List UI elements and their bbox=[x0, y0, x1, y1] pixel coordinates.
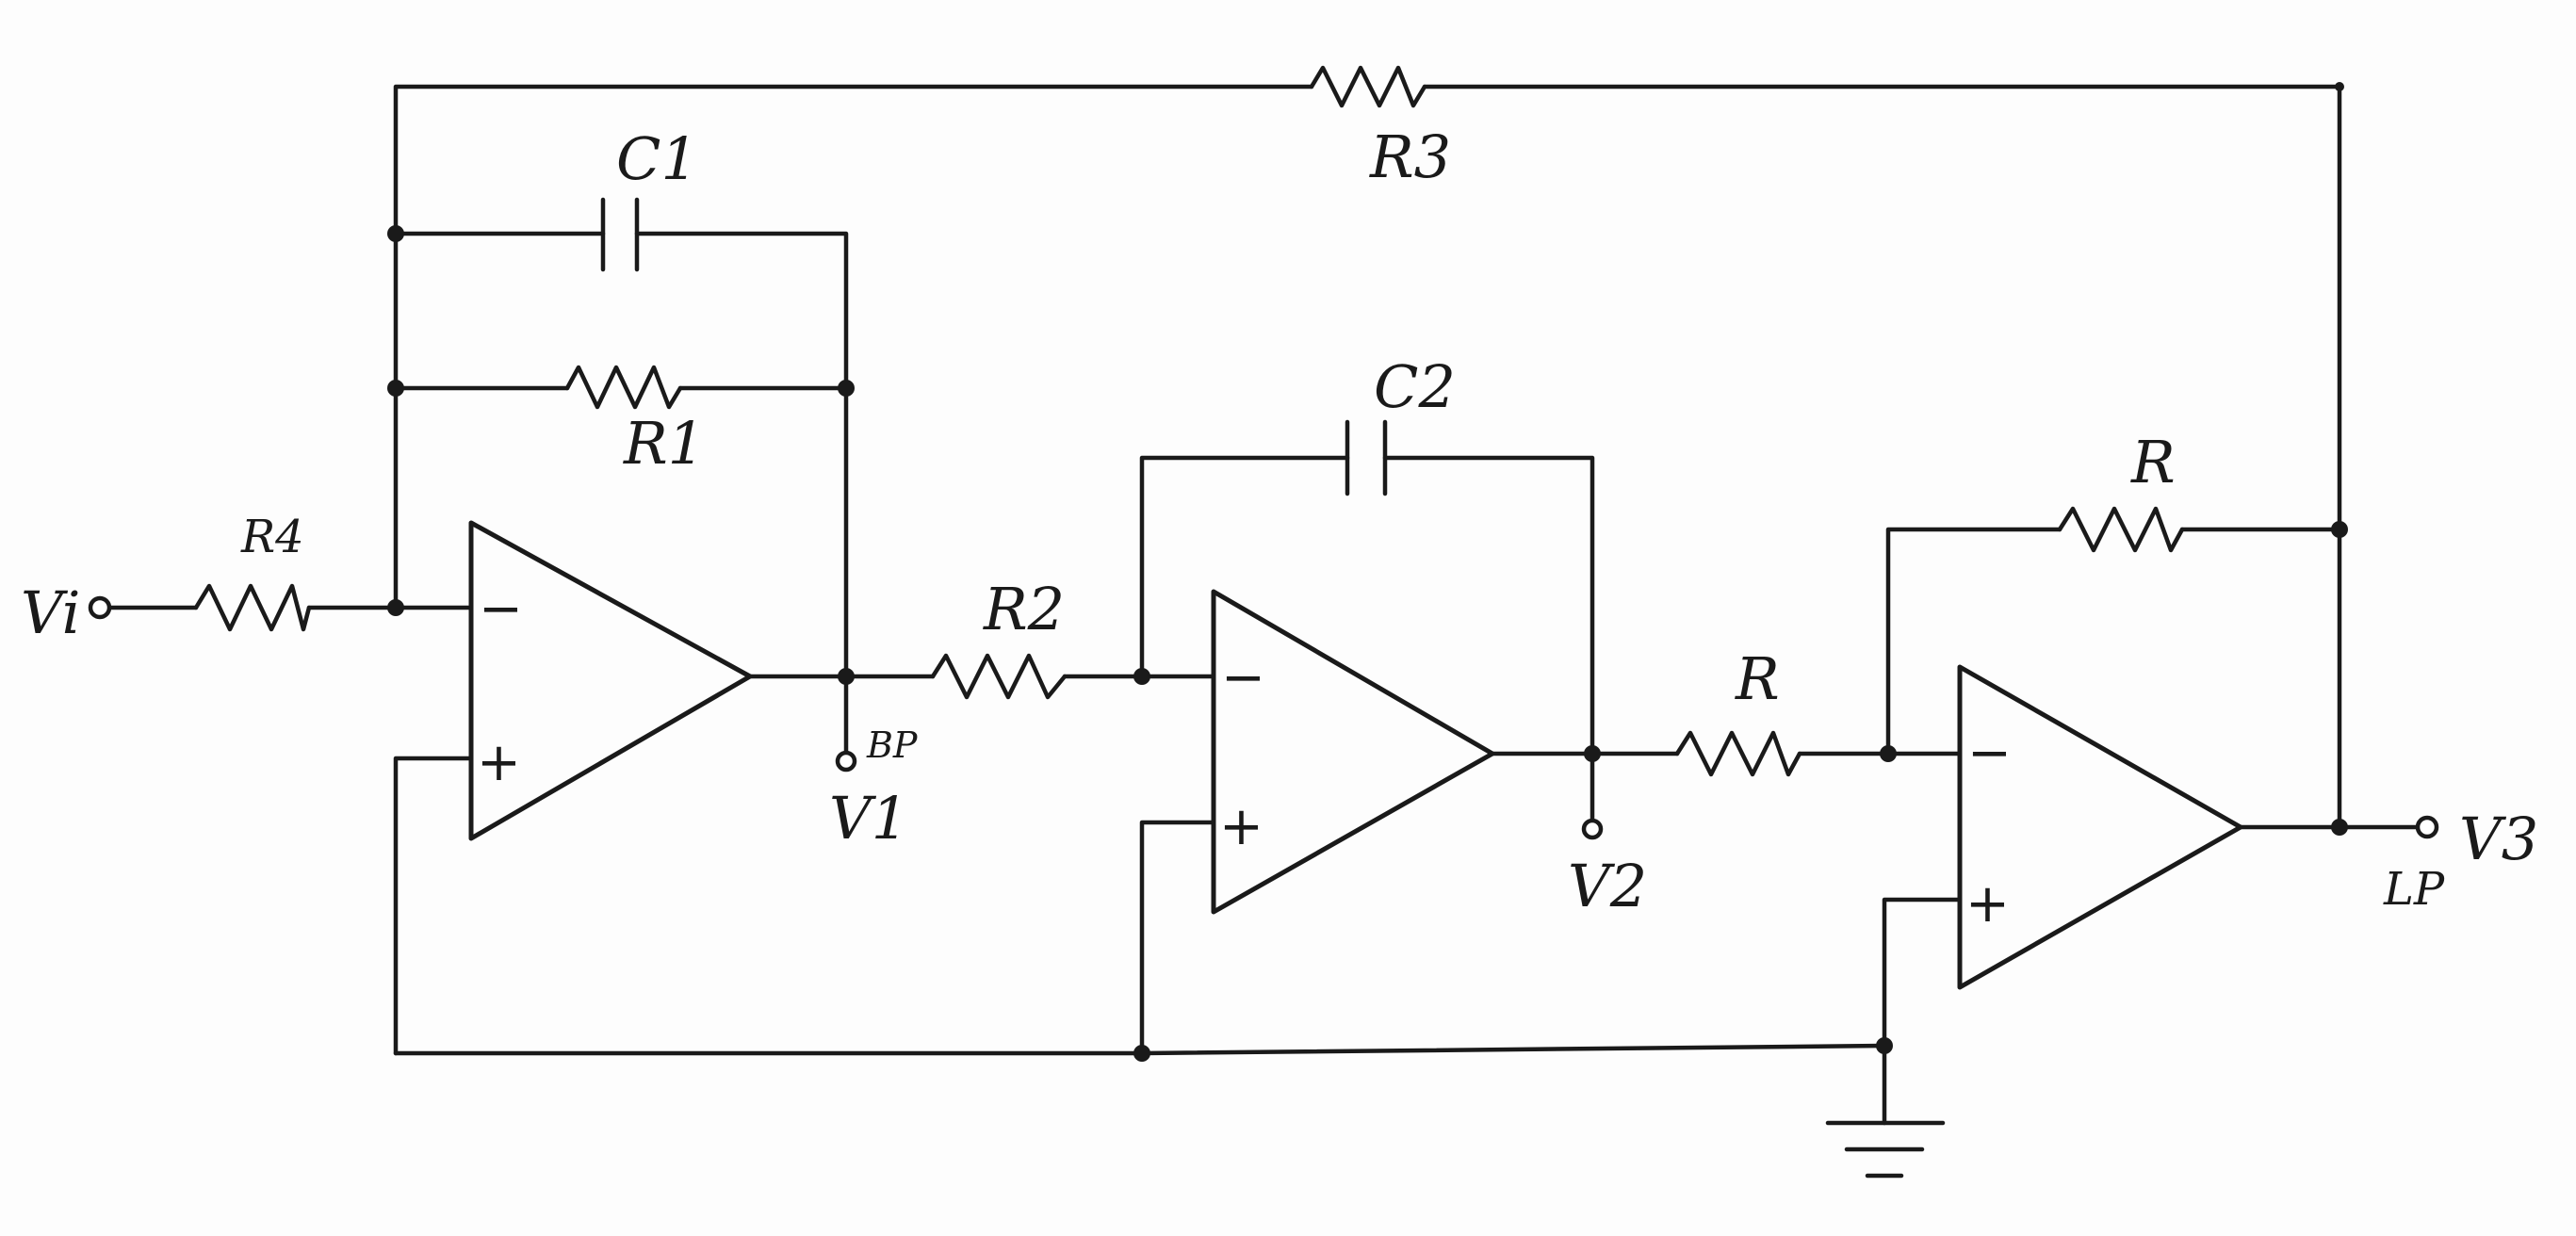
terminals bbox=[88, 595, 2439, 840]
labels: Vi R4 R3 C1 R1 R2 C2 R R BP V1 V2 V3 LP bbox=[21, 122, 2538, 920]
label-r3: R3 bbox=[1369, 122, 1451, 191]
junction-dot bbox=[838, 668, 855, 685]
junction-dot bbox=[1584, 745, 1601, 762]
junction-dot bbox=[2331, 521, 2348, 538]
capacitor-c1 bbox=[600, 197, 640, 272]
opamp-1-plus: + bbox=[477, 732, 521, 793]
capacitor-c2 bbox=[1345, 419, 1388, 496]
junction-dot bbox=[2331, 819, 2348, 836]
label-bp: BP bbox=[866, 724, 919, 766]
terminal-v1 bbox=[835, 750, 857, 772]
wire-op2-plus bbox=[1139, 820, 1216, 1056]
resistor-r4 bbox=[193, 583, 312, 632]
junction-dot bbox=[1133, 668, 1150, 685]
junction-dot bbox=[838, 380, 855, 397]
label-r1: R1 bbox=[623, 409, 705, 478]
junction-dot bbox=[2335, 82, 2344, 91]
wire-r3-left bbox=[393, 84, 1314, 608]
label-c2: C2 bbox=[1374, 352, 1456, 421]
opamp-3-minus: − bbox=[1967, 723, 2012, 784]
opamp-3-plus: + bbox=[1965, 873, 2010, 935]
ground-symbol bbox=[1825, 1120, 1946, 1179]
resistor-r3 bbox=[1309, 65, 1427, 108]
label-r4: R4 bbox=[240, 511, 304, 563]
wire-op3-plus bbox=[1882, 897, 1963, 1049]
wire-c1-right bbox=[634, 231, 849, 677]
junction-dot bbox=[1133, 1045, 1150, 1062]
resistor-r1 bbox=[564, 365, 683, 410]
label-r-mid: R bbox=[1735, 644, 1780, 713]
opamp-2: − + bbox=[1211, 589, 1495, 915]
junction-dot bbox=[387, 380, 404, 397]
wire-c2-left bbox=[1139, 455, 1350, 679]
wire-rfb-left bbox=[1885, 527, 2062, 756]
resistor-r2 bbox=[930, 653, 1068, 700]
label-lp: LP bbox=[2383, 863, 2445, 916]
label-c1: C1 bbox=[616, 124, 698, 193]
label-v1: V1 bbox=[829, 784, 908, 853]
label-v3: V3 bbox=[2459, 805, 2538, 873]
opamp-1: − + bbox=[468, 520, 753, 841]
wires bbox=[108, 84, 2421, 1126]
resistor-r-feedback bbox=[2057, 506, 2185, 553]
junction-dot bbox=[387, 599, 404, 616]
wire-op1-plus bbox=[393, 756, 474, 1056]
opamp-2-minus: − bbox=[1221, 647, 1265, 708]
label-r2: R2 bbox=[983, 575, 1065, 643]
wire-c2-right bbox=[1382, 455, 1595, 756]
junction-dot bbox=[1880, 745, 1897, 762]
label-r-feedback: R bbox=[2130, 428, 2176, 496]
opamp-1-minus: − bbox=[479, 578, 523, 640]
opamp-3: − + bbox=[1957, 664, 2243, 990]
terminal-vi bbox=[88, 595, 112, 620]
terminal-v3 bbox=[2415, 815, 2439, 839]
junction-dot bbox=[387, 225, 404, 242]
junction-dots bbox=[387, 82, 2348, 1062]
opamp-2-plus: + bbox=[1219, 796, 1264, 857]
junction-dot bbox=[1876, 1037, 1893, 1054]
resistor-r-mid bbox=[1674, 730, 1802, 777]
terminal-v2 bbox=[1581, 818, 1604, 840]
label-v2: V2 bbox=[1568, 852, 1647, 920]
label-vi: Vi bbox=[21, 578, 81, 647]
